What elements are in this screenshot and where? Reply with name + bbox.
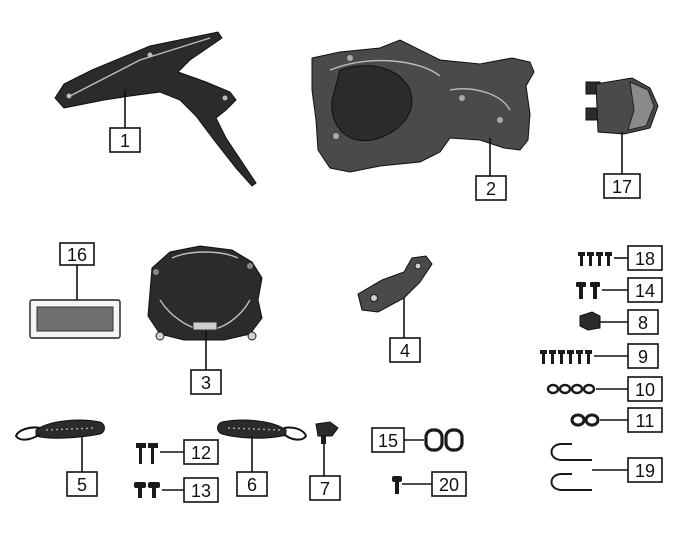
callout-10-label: 10: [635, 380, 655, 400]
callout-1: 1: [109, 127, 141, 153]
callout-2: 2: [475, 175, 507, 201]
callout-3-label: 3: [201, 373, 211, 393]
callout-14: 14: [627, 277, 663, 303]
callout-20: 20: [431, 471, 467, 497]
part-3-license-plate-holder: [147, 245, 263, 341]
callout-19: 19: [627, 457, 663, 483]
part-14-bolts: [576, 282, 600, 299]
callout-4: 4: [389, 337, 421, 363]
callout-5: 5: [66, 471, 98, 497]
callout-11: 11: [627, 407, 663, 433]
part-6-turn-signal-right: [217, 419, 308, 441]
part-7-rubber-plug: [315, 421, 339, 444]
part-2-rear-undertray: [311, 39, 535, 173]
callout-6: 6: [236, 471, 268, 497]
part-5-turn-signal-left: [14, 419, 105, 441]
callout-9-label: 9: [638, 347, 648, 367]
callout-3: 3: [190, 369, 222, 395]
part-1-rear-fender-bracket: [54, 31, 257, 187]
callout-6-label: 6: [247, 475, 257, 495]
callout-17: 17: [603, 173, 641, 199]
callout-2-label: 2: [486, 179, 496, 199]
callout-7: 7: [309, 475, 341, 501]
callout-1-label: 1: [120, 131, 130, 151]
part-13-screws: [134, 482, 160, 498]
part-11-washers: [570, 413, 600, 427]
part-18-screws: [578, 252, 612, 266]
part-4-small-bracket: [357, 255, 433, 313]
callout-18-label: 18: [635, 249, 655, 269]
part-19-r-clips: [550, 443, 592, 491]
callout-8: 8: [627, 309, 659, 335]
callout-13: 13: [183, 477, 219, 503]
callout-12-label: 12: [191, 443, 211, 463]
part-12-bolts: [136, 443, 158, 464]
callout-5-label: 5: [77, 475, 87, 495]
callout-8-label: 8: [638, 313, 648, 333]
callout-7-label: 7: [320, 479, 330, 499]
callout-14-label: 14: [635, 281, 655, 301]
part-16-reflector: [29, 299, 121, 339]
part-17-tail-light: [585, 77, 659, 135]
part-10-washers: [546, 383, 596, 395]
callout-18: 18: [627, 245, 663, 271]
callout-15: 15: [371, 427, 405, 453]
part-8-rubber-damper: [579, 311, 601, 331]
callout-10: 10: [627, 376, 663, 402]
callout-12: 12: [183, 439, 219, 465]
callout-11-label: 11: [636, 411, 655, 431]
callout-20-label: 20: [439, 475, 459, 495]
callout-4-label: 4: [400, 341, 410, 361]
callout-17-label: 17: [612, 177, 632, 197]
callout-9: 9: [627, 343, 659, 369]
callout-19-label: 19: [635, 461, 655, 481]
callout-15-label: 15: [378, 431, 398, 451]
part-9-screws: [540, 350, 592, 364]
callout-16: 16: [59, 242, 95, 266]
callout-13-label: 13: [191, 481, 211, 501]
part-15-rubber-rings: [424, 428, 464, 452]
callout-16-label: 16: [67, 245, 87, 265]
part-20-screw: [392, 476, 402, 494]
